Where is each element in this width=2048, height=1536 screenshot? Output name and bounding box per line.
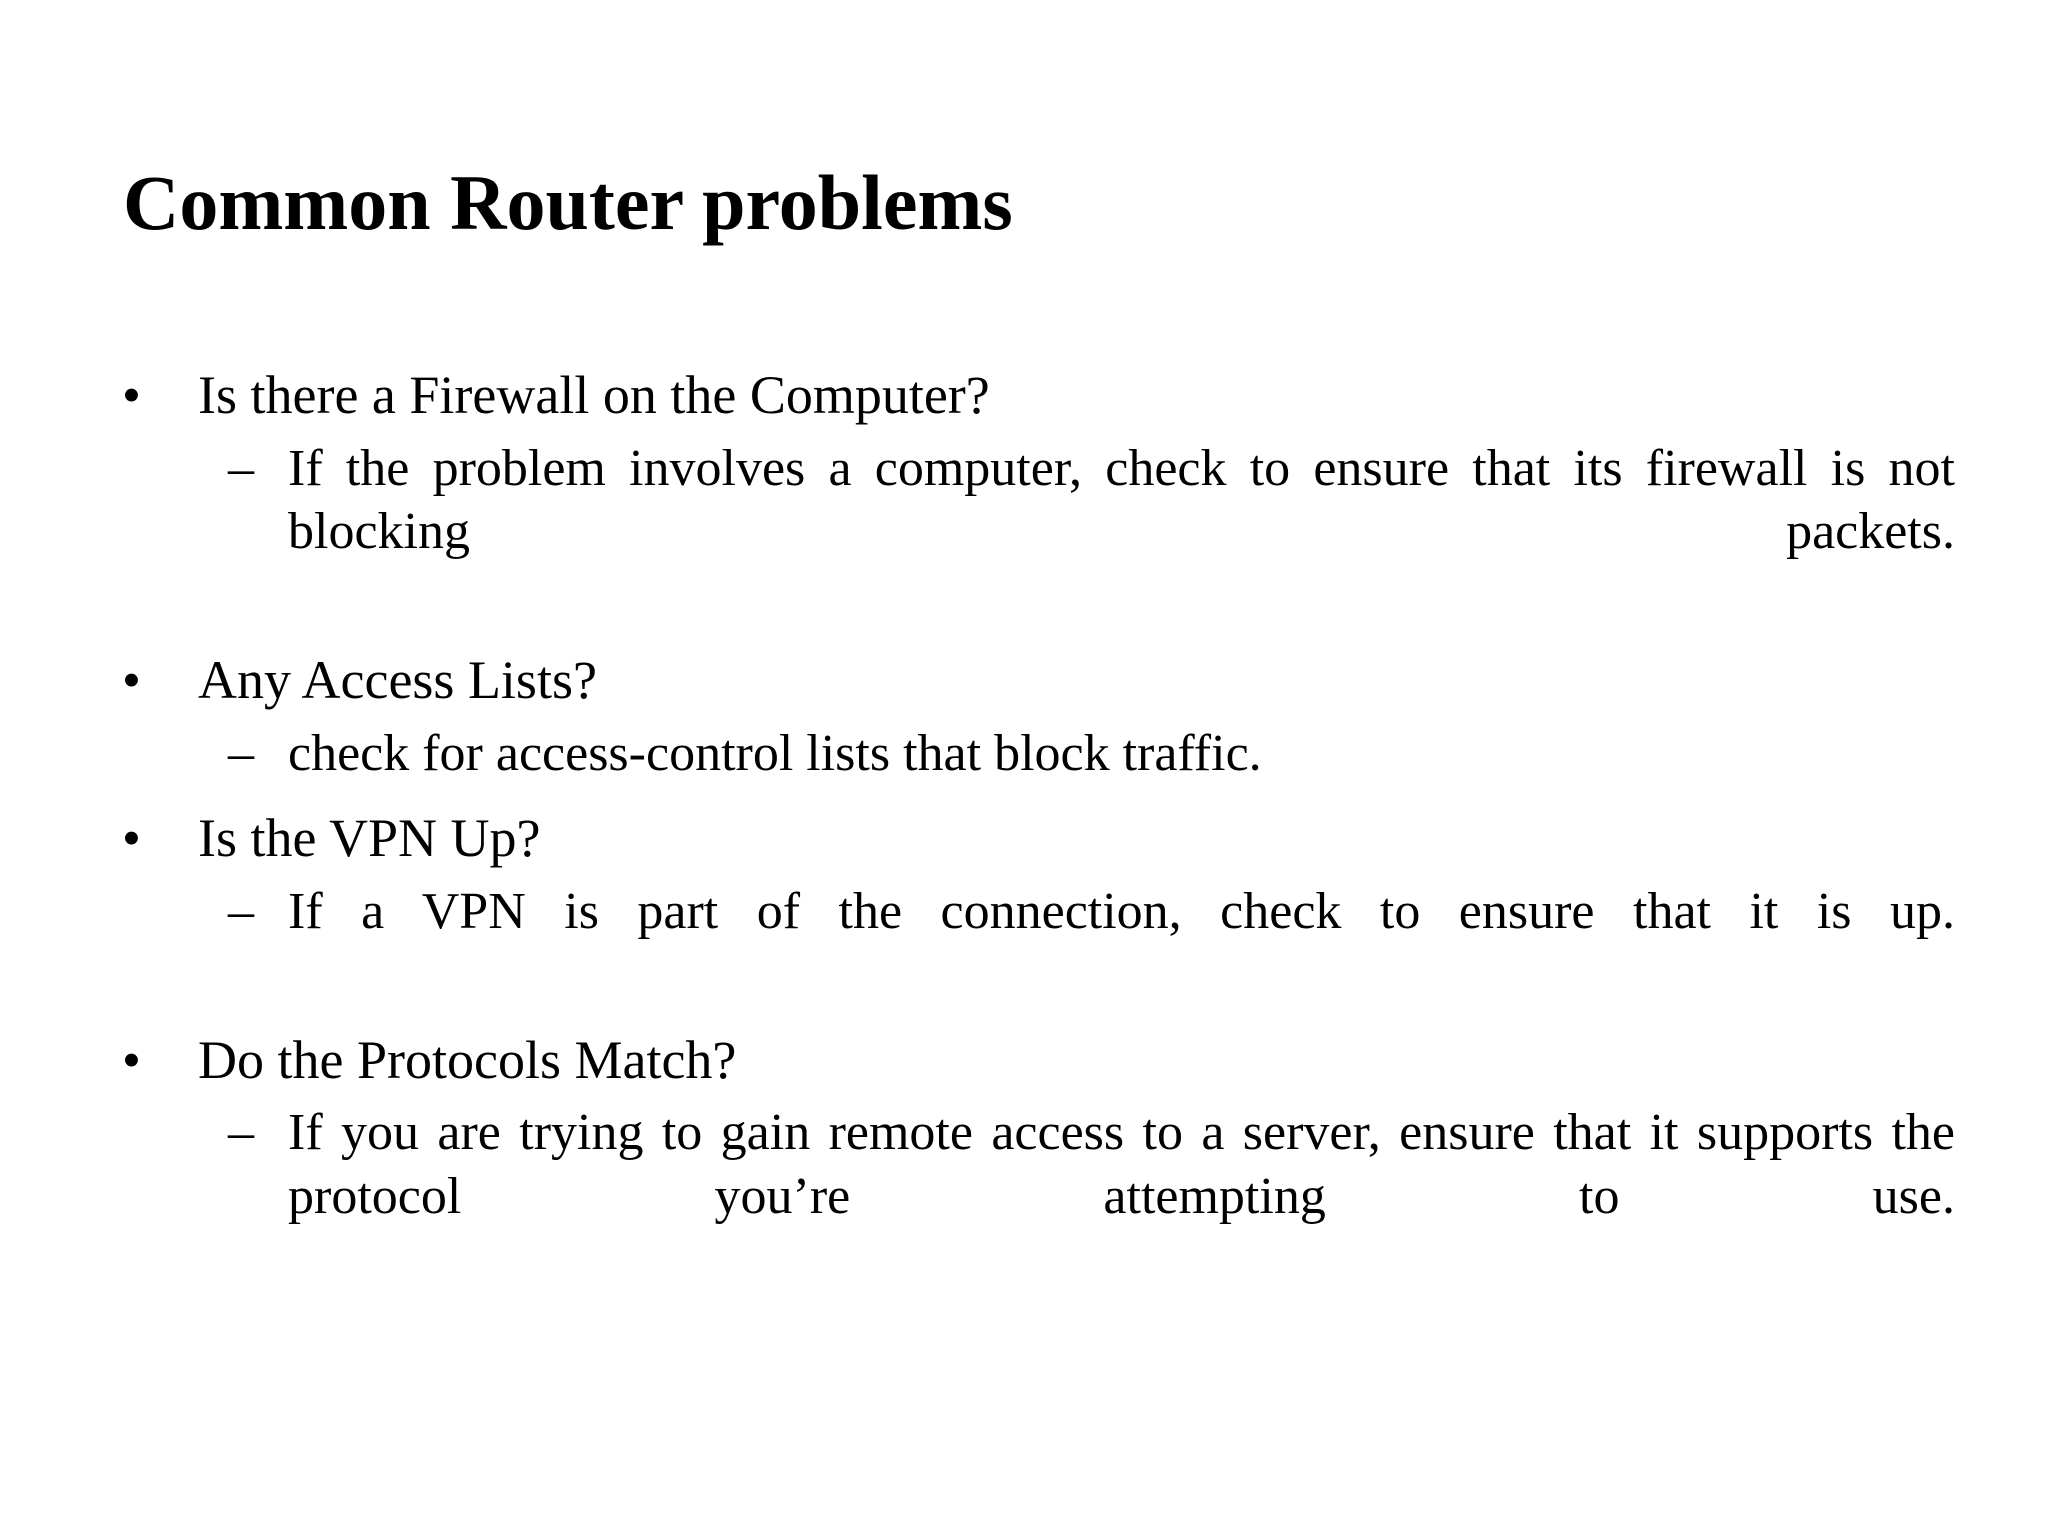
list-item-level2-label: If a VPN is part of the connection, chec… xyxy=(288,882,1955,940)
list-item-level2-label: If the problem involves a computer, chec… xyxy=(288,439,1955,561)
list-item-level2[interactable]: – check for access-control lists that bl… xyxy=(0,722,2048,785)
bullet-group: • Do the Protocols Match? – If you are t… xyxy=(0,1029,2048,1292)
list-item-level1-label: Do the Protocols Match? xyxy=(198,1029,737,1090)
list-item-level1[interactable]: • Do the Protocols Match? xyxy=(0,1029,2048,1092)
list-item-level1-label: Is there a Firewall on the Computer? xyxy=(198,365,990,425)
list-item-level1-label: Any Access Lists? xyxy=(198,649,597,710)
bullet-dash-icon: – xyxy=(228,1104,254,1162)
list-item-level2-label: check for access-control lists that bloc… xyxy=(288,724,1262,782)
group-spacer xyxy=(0,627,2048,649)
group-spacer xyxy=(0,785,2048,807)
bullet-dash-icon: – xyxy=(228,724,254,782)
bullet-group: • Is the VPN Up? – If a VPN is part of t… xyxy=(0,807,2048,1007)
bullet-dot-icon: • xyxy=(122,649,141,710)
list-item-level2[interactable]: – If you are trying to gain remote acces… xyxy=(0,1101,2048,1291)
group-spacer xyxy=(0,1007,2048,1029)
slide-body: • Is there a Firewall on the Computer? –… xyxy=(0,364,2048,1291)
bullet-dash-icon: – xyxy=(228,439,254,497)
list-item-level2[interactable]: – If the problem involves a computer, ch… xyxy=(0,437,2048,627)
bullet-dash-icon: – xyxy=(228,882,254,940)
list-item-level1[interactable]: • Is there a Firewall on the Computer? xyxy=(0,364,2048,427)
list-item-level2[interactable]: – If a VPN is part of the connection, ch… xyxy=(0,880,2048,1007)
list-item-level2-label: If you are trying to gain remote access … xyxy=(288,1104,1955,1225)
bullet-dot-icon: • xyxy=(122,808,141,868)
list-item-level1-label: Is the VPN Up? xyxy=(198,808,541,868)
list-item-level1[interactable]: • Any Access Lists? xyxy=(0,649,2048,712)
bullet-dot-icon: • xyxy=(122,1029,141,1090)
bullet-group: • Is there a Firewall on the Computer? –… xyxy=(0,364,2048,627)
list-item-level1[interactable]: • Is the VPN Up? xyxy=(0,807,2048,870)
bullet-group: • Any Access Lists? – check for access-c… xyxy=(0,649,2048,785)
bullet-dot-icon: • xyxy=(122,365,141,425)
page-title: Common Router problems xyxy=(123,159,1013,247)
